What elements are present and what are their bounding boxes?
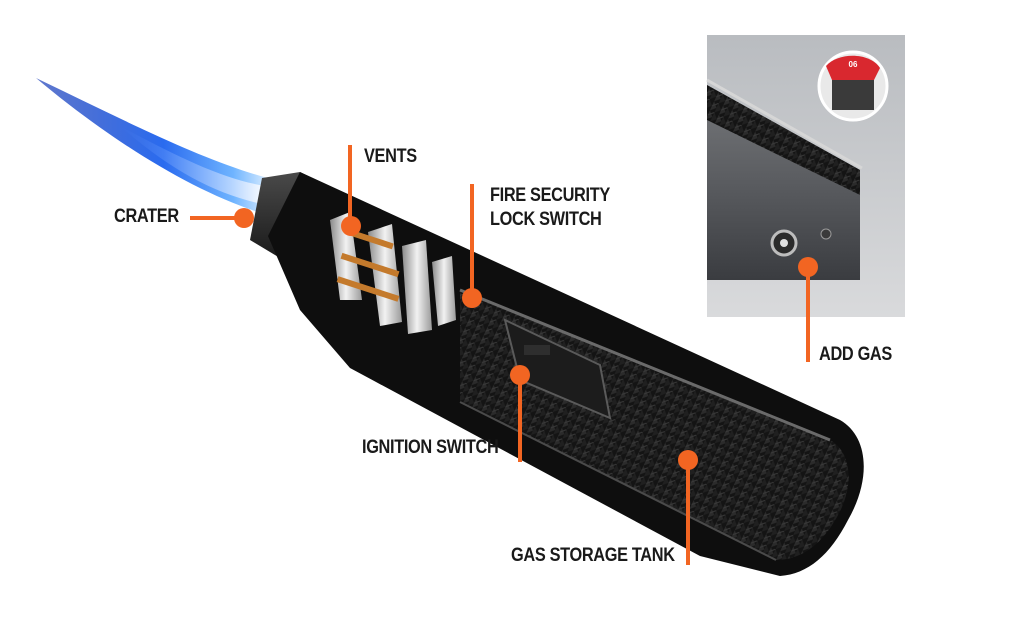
label-fire-security-lock: FIRE SECURITY LOCK SWITCH	[490, 184, 653, 232]
label-fire-security-line1: FIRE SECURITY	[490, 185, 610, 206]
label-fire-security-line2: LOCK SWITCH	[490, 209, 602, 230]
add-gas-inset: 06	[706, 35, 905, 317]
label-ignition-switch: IGNITION SWITCH	[362, 437, 499, 458]
label-add-gas: ADD GAS	[819, 344, 892, 365]
callout-ignition-switch	[510, 365, 530, 462]
flame	[36, 78, 268, 212]
label-crater: CRATER	[114, 206, 179, 227]
callout-fire-security-lock	[462, 184, 482, 308]
callout-gas-storage-tank	[678, 450, 698, 565]
vents-grille	[330, 212, 456, 334]
callout-crater	[190, 208, 254, 228]
label-vents: VENTS	[364, 146, 417, 167]
callout-vents	[341, 145, 361, 236]
lighter-body	[250, 172, 864, 576]
label-gas-storage-tank: GAS STORAGE TANK	[511, 545, 675, 566]
badge-text: 06	[849, 60, 858, 69]
ignition-switch-button	[503, 318, 612, 420]
